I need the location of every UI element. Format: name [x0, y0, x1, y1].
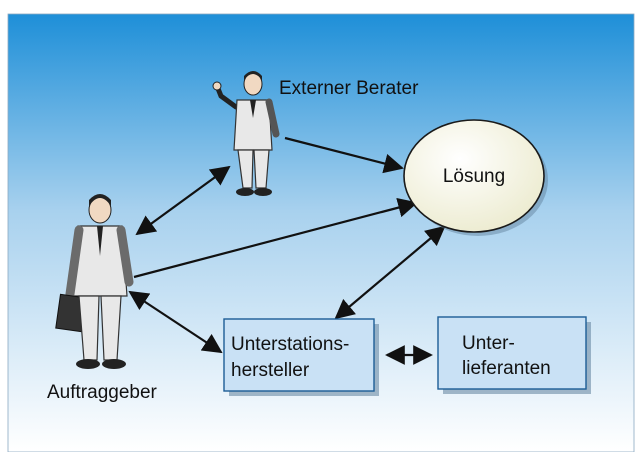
consultant-label: Externer Berater — [279, 78, 419, 99]
client-figure — [55, 194, 134, 369]
subcontractors-label-line1: Unter- — [462, 333, 515, 354]
manufacturer-box — [223, 318, 375, 392]
subcontractors-label-line2: lieferanten — [462, 358, 551, 379]
arrow-client-manufacturer — [128, 290, 223, 354]
consultant-figure — [212, 71, 280, 196]
client-label: Auftraggeber — [47, 382, 158, 403]
solution-label: Lösung — [443, 166, 505, 187]
arrow-consultant-to-solution — [284, 136, 404, 174]
subcontractors-box — [437, 316, 587, 390]
arrow-client-consultant — [135, 165, 231, 236]
arrow-client-to-solution — [133, 197, 418, 279]
manufacturer-label-line1: Unterstations- — [231, 334, 349, 355]
arrow-manufacturer-solution — [334, 225, 446, 320]
arrows — [128, 136, 446, 365]
manufacturer-label-line2: hersteller — [231, 360, 310, 381]
solution-ellipse — [403, 119, 545, 233]
